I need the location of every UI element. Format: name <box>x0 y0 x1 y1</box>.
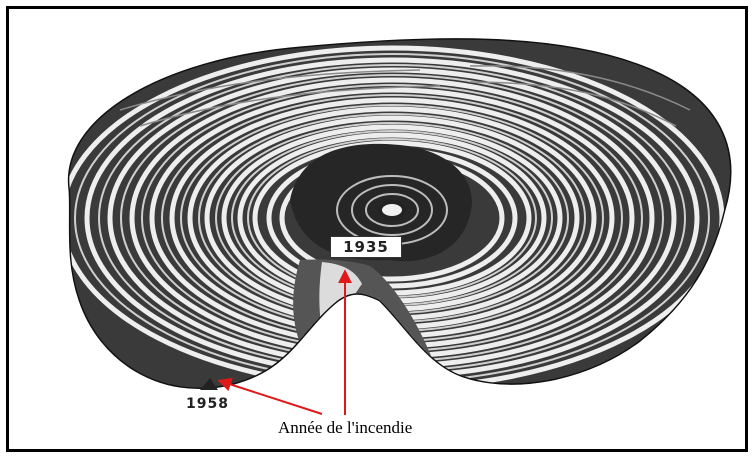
fire-year-caption: Année de l'incendie <box>278 418 412 438</box>
arrow-to-1958 <box>220 381 322 414</box>
year-1958-label: 1958 <box>186 396 229 412</box>
year-1935-label: 1935 <box>330 236 402 258</box>
stump-cross-section <box>60 30 750 410</box>
